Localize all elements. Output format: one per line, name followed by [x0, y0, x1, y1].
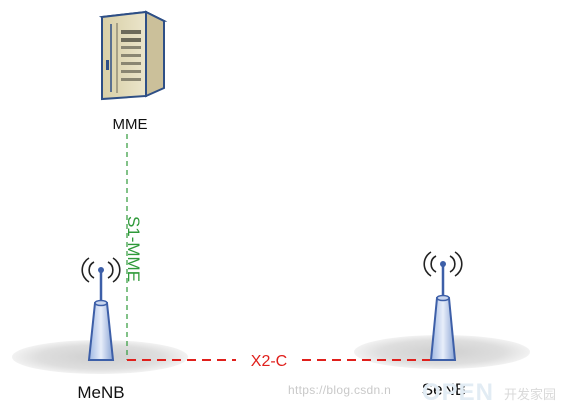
menb-antenna-icon	[81, 257, 121, 361]
menb-label: MeNB	[77, 383, 124, 402]
s1-mme-label: S1-MME	[124, 216, 143, 282]
server-icon	[98, 10, 168, 101]
senb-antenna-icon	[423, 251, 463, 361]
senb-label: SeNB	[422, 380, 466, 399]
watermark-url: https://blog.csdn.n	[288, 383, 392, 397]
watermark-logo: OPEN	[422, 379, 495, 406]
watermark-chinese-text: 开发家园	[504, 388, 557, 403]
x2-c-label: X2-C	[251, 353, 287, 370]
mme-label: MME	[113, 116, 148, 133]
